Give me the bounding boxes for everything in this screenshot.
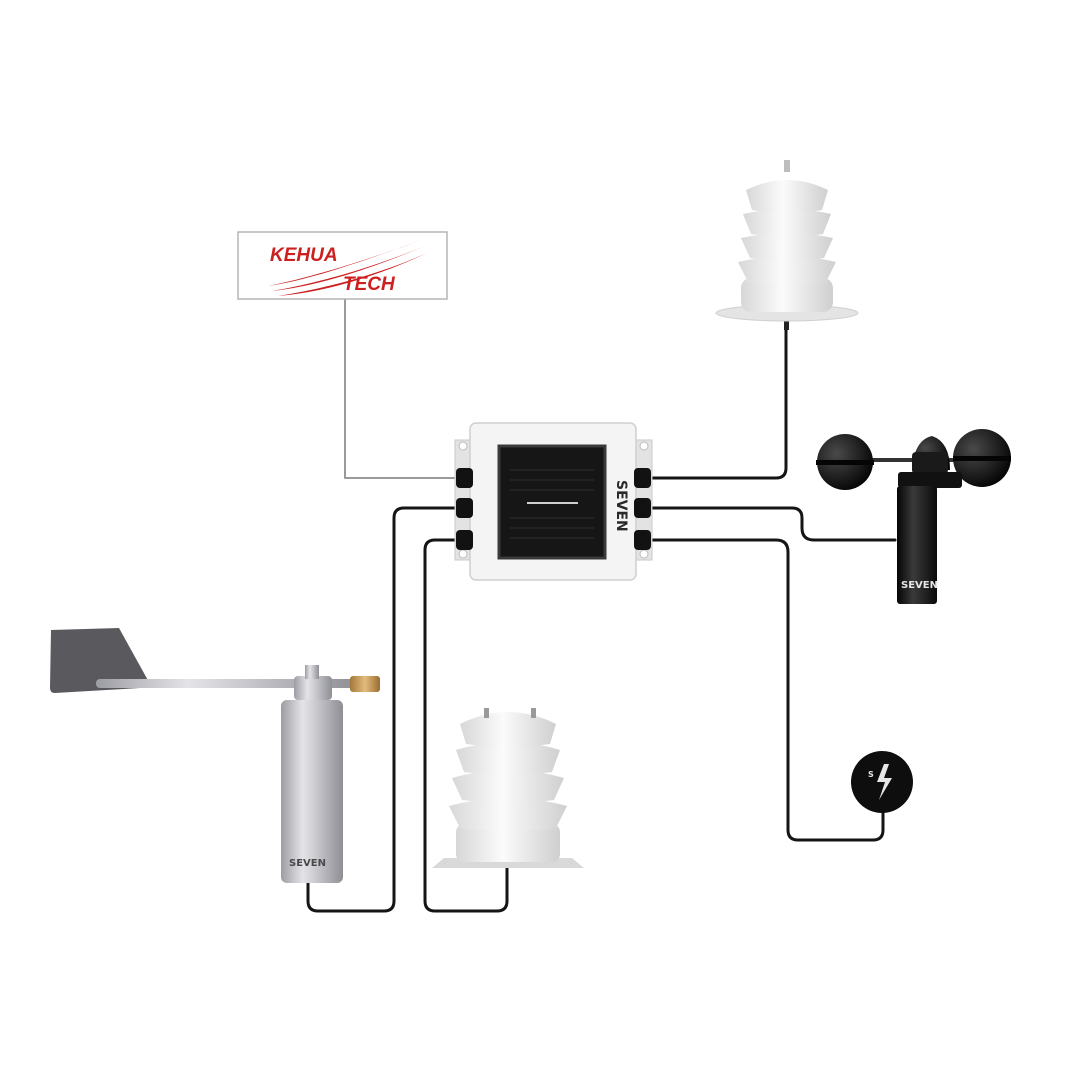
logo-text-tech: TECH [343,274,396,295]
logo-link-line [344,298,456,479]
logger-brand-stamp: SEVEN [613,480,629,532]
wind-vane: SEVEN [50,628,380,883]
radiation-shield-bottom [432,708,584,868]
anemometer-body [897,486,937,604]
right-connectors [634,468,651,550]
cable-anemometer [650,506,897,542]
data-logger: SEVEN [454,422,653,581]
cable-wind-vane [306,506,457,913]
radiation-shield-top [715,160,859,330]
cable-lightning-sensor [650,538,885,842]
kehua-tech-logo: KEHUA TECH [237,231,448,300]
vane-body [281,700,343,883]
logo-frame [237,231,448,300]
cable-bottom-shield [423,538,509,913]
vane-brand-stamp: SEVEN [289,858,326,869]
lightning-brand-stamp: S [868,770,874,779]
lightning-sensor: S [851,751,913,813]
cup-anemometer: SEVEN [816,429,1011,604]
cable-top-shield [650,318,788,480]
vane-fin [50,628,150,693]
lightning-icon [877,764,892,800]
logo-text-kehua: KEHUA [270,245,338,266]
cable-group [306,298,897,913]
left-connectors [456,468,473,550]
anemometer-brand-stamp: SEVEN [901,580,938,591]
